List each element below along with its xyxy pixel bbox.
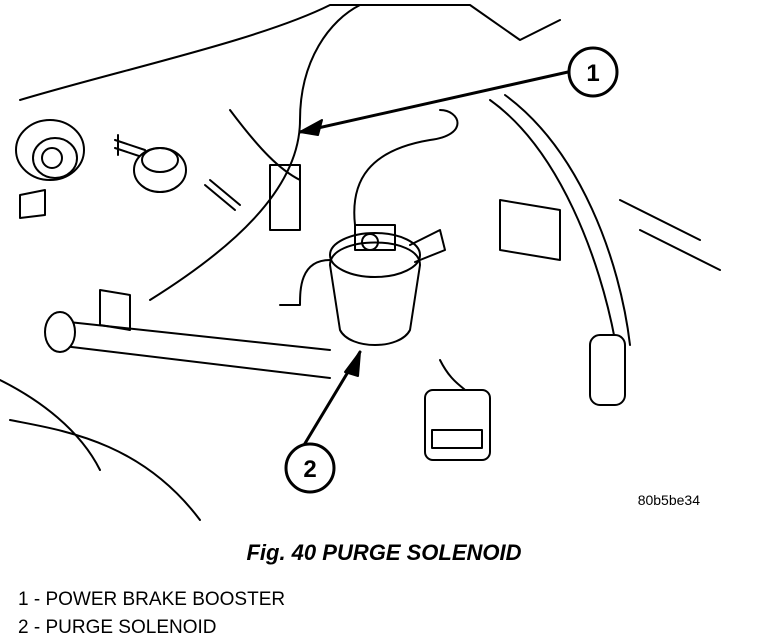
brake-booster-outline bbox=[19, 4, 561, 101]
figure-caption: Fig. 40 PURGE SOLENOID bbox=[246, 540, 522, 565]
legend: 1 - POWER BRAKE BOOSTER 2 - PURGE SOLENO… bbox=[18, 586, 285, 642]
callout-2-number: 2 bbox=[303, 456, 316, 483]
image-code: 80b5be34 bbox=[638, 492, 701, 508]
legend-item: 1 - POWER BRAKE BOOSTER bbox=[18, 589, 286, 610]
callout-1-leader bbox=[298, 70, 570, 134]
callout-1-number: 1 bbox=[586, 60, 599, 87]
callout-2: 2 bbox=[284, 442, 336, 494]
engine-bay-illustration: 1 2 80b5be34 bbox=[0, 4, 721, 521]
legend-item: 2 - PURGE SOLENOID bbox=[18, 617, 217, 638]
callout-1: 1 bbox=[567, 46, 619, 98]
purge-solenoid-body bbox=[329, 241, 421, 346]
